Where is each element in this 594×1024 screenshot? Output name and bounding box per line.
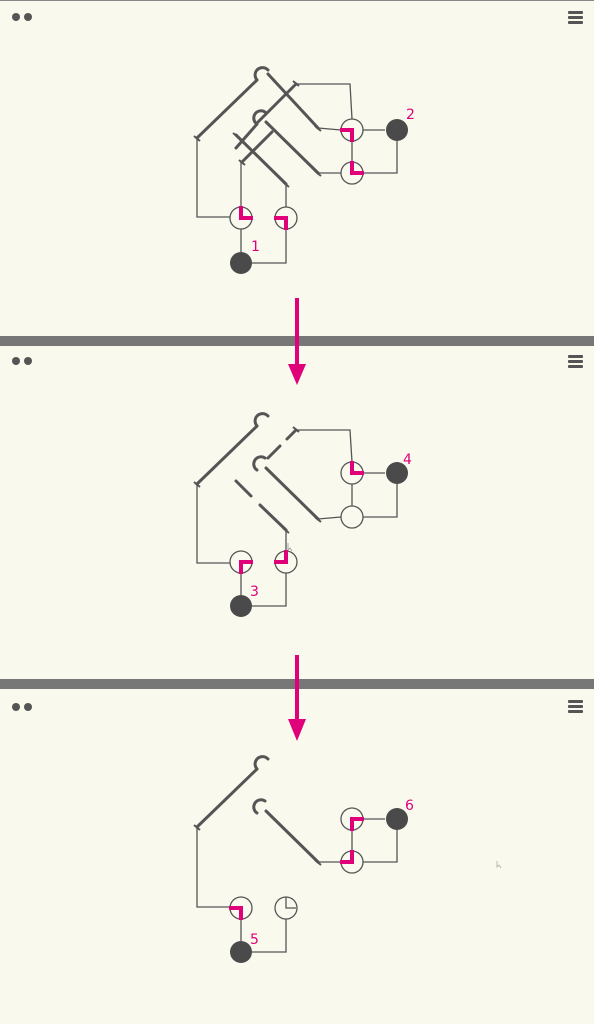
bar [568,16,583,19]
down-arrow-icon [288,655,306,741]
hamburger-menu-icon[interactable] [568,700,583,714]
hook[interactable] [252,798,267,815]
bar [568,710,583,713]
diagonal-bar[interactable] [195,424,259,486]
source-node[interactable] [230,595,252,617]
source-node[interactable] [386,808,408,830]
dot [12,13,20,21]
two-dots-menu-icon[interactable] [10,12,34,22]
dot [12,357,20,365]
diagonal-bar[interactable] [266,444,282,460]
bar [568,360,583,363]
diagonal-bar[interactable] [256,82,298,124]
diagonal-bar[interactable] [264,809,320,864]
bar [568,11,583,14]
down-arrow-icon [288,298,306,385]
panel-2: 3 4 [0,346,594,679]
bar [568,21,583,24]
diagonal-bar[interactable] [285,428,298,441]
source-node[interactable] [230,941,252,963]
diagonal-bar[interactable] [195,78,259,140]
hook[interactable] [253,412,270,428]
source-node[interactable] [230,252,252,274]
step-label: 1 [251,239,260,255]
hook[interactable] [253,755,270,771]
cursor-icon [496,861,502,869]
bar [568,700,583,703]
top-border [0,0,594,1]
puzzle-board-2[interactable]: 3 4 [0,346,594,679]
diagonal-bar[interactable] [195,767,259,829]
hook[interactable] [252,109,267,126]
step-label: 3 [250,584,259,600]
diagonal-bar[interactable] [240,130,274,164]
hook[interactable] [253,66,270,82]
source-node[interactable] [386,119,408,141]
panel-1: 1 2 [0,0,594,336]
bar [568,705,583,708]
diagonal-bar[interactable] [234,122,259,150]
hamburger-menu-icon[interactable] [568,355,583,369]
panel-3: 5 6 [0,689,594,1024]
hamburger-menu-icon[interactable] [568,11,583,25]
diagonal-bar[interactable] [266,72,320,130]
cursor-icon [287,543,293,552]
puzzle-board-1[interactable]: 1 2 [0,0,594,336]
step-label: 2 [406,107,415,123]
diagonal-bar[interactable] [264,120,320,175]
junction-node[interactable] [340,505,364,529]
dot [24,357,32,365]
step-label: 6 [405,798,414,814]
diagonal-bar[interactable] [234,133,288,186]
diagonal-bar[interactable] [234,479,253,498]
step-label: 4 [403,452,412,468]
bar [568,365,583,368]
source-node[interactable] [386,462,408,484]
diagonal-bar[interactable] [258,503,288,532]
two-dots-menu-icon[interactable] [10,702,34,712]
puzzle-board-3[interactable]: 5 6 [0,689,594,1024]
step-label: 5 [250,932,259,948]
dot [24,703,32,711]
hook[interactable] [252,455,267,472]
two-dots-menu-icon[interactable] [10,356,34,366]
dot [12,703,20,711]
diagonal-bar[interactable] [264,466,320,521]
bar [568,355,583,358]
dot [24,13,32,21]
